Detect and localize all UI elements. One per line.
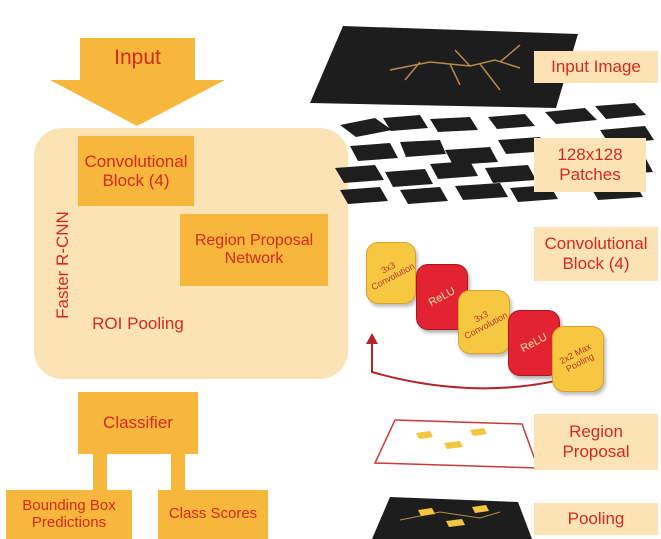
input-label: Input <box>114 46 161 69</box>
pooling-tag: Pooling <box>534 503 658 535</box>
input-arrow-shape <box>50 38 225 126</box>
rpn-box: Region Proposal Network <box>180 214 328 286</box>
conv-block-box: Convolutional Block (4) <box>78 136 194 206</box>
class-scores-box: Class Scores <box>158 490 268 539</box>
relu-block-1-label: ReLU <box>426 285 458 309</box>
relu-block-2-label: ReLU <box>518 331 550 355</box>
conv-3x3-block-1-label: 3x3 Convolution <box>369 259 417 293</box>
roi-pooling-label: ROI Pooling <box>92 314 184 333</box>
classifier-box: Classifier <box>78 392 198 454</box>
patches-tag: 128x128 Patches <box>534 138 646 192</box>
pooling-plane <box>372 497 532 539</box>
conv-block-tag: Convolutional Block (4) <box>534 227 658 281</box>
max-pooling-block: 2x2 Max Pooling <box>552 326 604 392</box>
region-proposal-tag: Region Proposal <box>534 414 658 470</box>
input-image-tag: Input Image <box>534 51 658 83</box>
input-image-plane <box>310 26 578 108</box>
conv-3x3-block-1: 3x3 Convolution <box>366 242 416 304</box>
conv-3x3-block-2-label: 3x3 Convolution <box>462 308 510 342</box>
max-pooling-block-label: 2x2 Max Pooling <box>557 341 596 374</box>
feedback-arrow <box>371 340 561 390</box>
region-proposal-plane <box>373 419 540 469</box>
conv-3x3-block-2: 3x3 Convolution <box>458 290 510 354</box>
bbox-predictions-box: Bounding Box Predictions <box>6 490 132 539</box>
